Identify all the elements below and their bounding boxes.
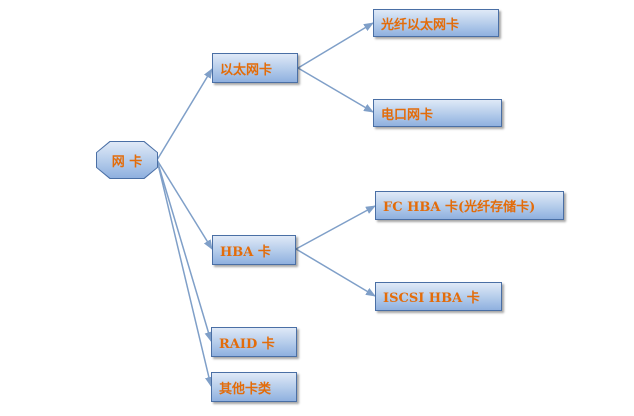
connector-root-ethernet: [156, 68, 213, 161]
root-node-network-card: 网 卡: [97, 142, 157, 178]
connector-root-other: [156, 159, 213, 387]
node-other-cards: 其他卡类: [211, 372, 297, 402]
connector-hba-fc: [295, 205, 376, 250]
connector-root-raid: [156, 159, 213, 342]
node-ethernet-card: 以太网卡: [212, 53, 298, 83]
node-fc-hba-card: FC HBA 卡(光纤存储卡): [375, 191, 564, 220]
connector-root-hba: [156, 159, 213, 250]
node-iscsi-hba-card: ISCSI HBA 卡: [375, 282, 502, 311]
node-fiber-ethernet-card: 光纤以太网卡: [373, 9, 499, 37]
node-electrical-card: 电口网卡: [373, 99, 502, 127]
connector-ethernet-fiber: [297, 22, 374, 69]
node-hba-card: HBA 卡: [212, 235, 296, 265]
connector-hba-iscsi: [295, 248, 376, 297]
node-raid-card: RAID 卡: [211, 327, 297, 357]
connector-ethernet-electrical: [297, 67, 374, 113]
